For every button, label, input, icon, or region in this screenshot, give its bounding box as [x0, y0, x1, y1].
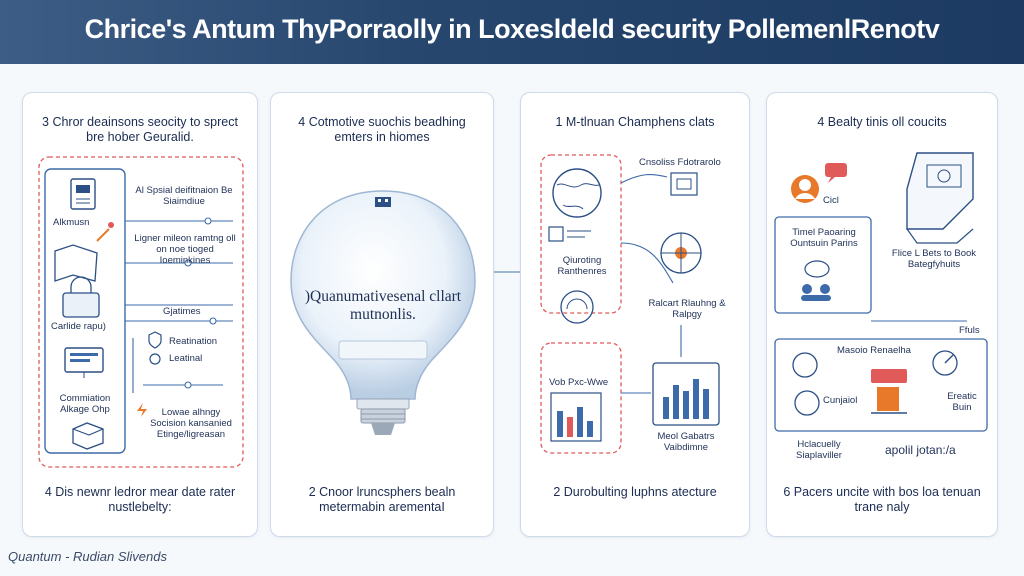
user-avatar-icon — [791, 175, 819, 203]
panel-4-label: Cicl — [823, 195, 839, 206]
panel-1-label: Carlide rapu) — [51, 321, 106, 332]
connector-lines — [125, 217, 233, 393]
panel-2-caption: 2 Cnoor lruncsphers bealn metermabin are… — [308, 485, 456, 514]
panel-1-label: Lowae alhngy Socision kansanied Etinge/l… — [150, 407, 232, 440]
panel-1-title: 3 Chror deainsons seocity to sprect bre … — [42, 115, 238, 144]
panel-connector — [494, 271, 520, 273]
panel-4-label: Ereatic Buin — [947, 391, 977, 413]
panel-1-label: Reatination — [169, 336, 218, 347]
panel-4-label: Cunjaiol — [823, 395, 858, 406]
panel-2: 4 Cotmotive suochis beadhing emters in h… — [270, 92, 494, 537]
panel-3-title: 1 M-tlnuan Champhens clats — [555, 115, 715, 129]
chat-bubble-icon — [825, 163, 847, 183]
panel-4-label: apolil jotan:/a — [885, 443, 956, 457]
panel-4-label: Masoio Renaelha — [837, 345, 911, 356]
panel-1-caption: 4 Dis newnr ledror mear date rater nustl… — [44, 485, 236, 514]
server-rack-icon — [550, 392, 602, 442]
panel-4-label: Ffuls — [959, 325, 980, 336]
monitor-icon — [64, 347, 104, 378]
panel-3-connectors — [620, 173, 682, 394]
printer-machine-icon — [906, 152, 974, 244]
bulb-tip — [371, 423, 395, 435]
alarm-icon — [792, 352, 818, 378]
panel-1-label: Alkmusn — [53, 217, 90, 228]
bulb-neck — [356, 398, 410, 410]
panel-3-label: Vob Pxc-Wwe — [549, 377, 609, 388]
people-icon — [801, 284, 831, 301]
machine-icon — [871, 369, 907, 414]
panel-1-label: Leatinal — [169, 353, 203, 364]
panel-1-label: Commiation Alkage Ohp — [59, 393, 111, 415]
shield-icon — [148, 331, 162, 349]
panel-3-caption: 2 Durobulting luphns atecture — [553, 485, 717, 499]
document-icon — [70, 178, 96, 210]
panel-3: 1 M-tlnuan Champhens clats Cnsoliss Fdot… — [520, 92, 750, 537]
panel-4-title: 4 Bealty tinis oll coucits — [817, 115, 947, 129]
headset-icon — [560, 290, 594, 324]
lock-icon — [62, 276, 100, 318]
panel-4-label: Hclacuelly Siaplaviller — [796, 439, 842, 461]
page-title: Chrice's Antum ThyPorraolly in Loxesldel… — [84, 14, 940, 44]
laptop-icon — [794, 390, 820, 416]
panel-3-label: Meol Gabatrs Vaibdimne — [657, 431, 715, 453]
footer-credit: Quantum - Rudian Slivends — [8, 549, 167, 564]
panel-4-caption: 6 Pacers uncite with bos loa tenuan tran… — [783, 485, 981, 514]
bolt-icon — [137, 403, 147, 417]
panel-1-diagram — [38, 156, 244, 468]
panel-1: 3 Chror deainsons seocity to sprect bre … — [22, 92, 258, 537]
panel-4-label: Timel Paoaring Ountsuin Parins — [790, 227, 858, 249]
panel-1-label: Al Spsial deifitnaion Be Siaimdiue — [135, 185, 233, 207]
title-banner: Chrice's Antum ThyPorraolly in Loxesldel… — [0, 0, 1024, 64]
bulb-label: )Quanumativesenal cllart mutnonlis. — [304, 288, 462, 323]
panel-3-label: Ralcart Rlauhng & Ralpgy — [648, 298, 726, 320]
panel-4-label: Flice L Bets to Book Bategfyhuits — [891, 248, 977, 270]
panel-2-title: 4 Cotmotive suochis beadhing emters in h… — [298, 115, 466, 144]
panel-1-label: Gjatimes — [163, 306, 201, 317]
panel-3-label: Cnsoliss Fdotrarolo — [639, 157, 721, 168]
building-icon — [375, 197, 391, 207]
lightbulb-illustration — [290, 190, 476, 435]
panel-3-diagram — [540, 154, 720, 454]
notebook-icon — [670, 172, 698, 196]
chat-icon — [804, 260, 830, 278]
gauge-icon — [932, 350, 958, 376]
panel-4: 4 Bealty tinis oll coucits Cicl Timel Pa… — [766, 92, 998, 537]
device-column — [44, 168, 126, 454]
lower-box — [774, 338, 988, 432]
book-icon — [54, 222, 114, 282]
dashed-frame — [38, 156, 244, 468]
panel-1-label: Ligner mileon ramtng oll on noe tioged I… — [134, 233, 236, 266]
globe-icon — [552, 168, 602, 218]
chip-icon — [548, 226, 591, 242]
info-box — [774, 216, 872, 314]
network-hub-icon — [660, 232, 702, 274]
panel-3-label: Qiuroting Ranthenres — [557, 255, 607, 277]
bulb-base — [360, 408, 406, 424]
bulb-filament-plate — [338, 340, 428, 360]
box-icon — [72, 422, 104, 450]
apple-icon — [149, 353, 161, 365]
bar-chart-icon — [652, 362, 720, 426]
panel-4-diagram — [774, 152, 988, 432]
